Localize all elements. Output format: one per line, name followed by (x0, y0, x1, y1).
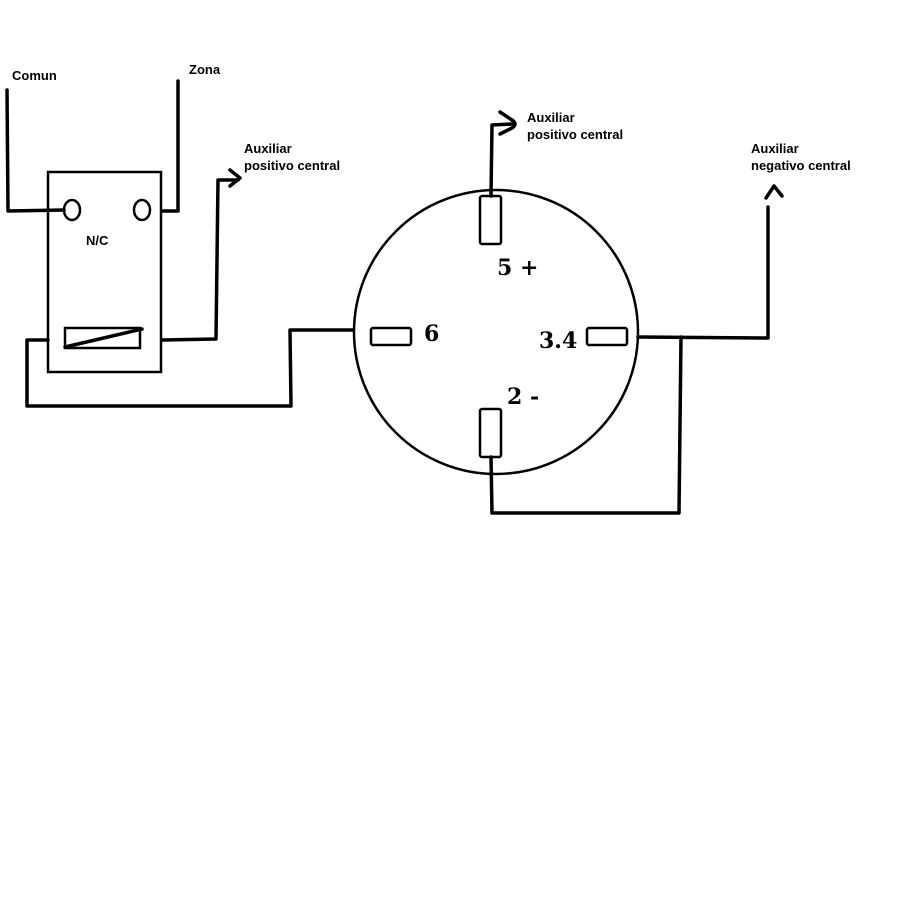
wire-comun (5, 88, 66, 213)
aux-top-line2: positivo central (527, 127, 623, 142)
detector-base: 5 + 6 3.4 2 - (352, 188, 640, 476)
terminal-left-label: 6 (424, 321, 439, 347)
terminal-top-label: 5 + (497, 255, 538, 281)
wire-relay-aux-positive (160, 178, 240, 342)
terminal-bottom-slot (478, 407, 503, 459)
label-zona: Zona (189, 62, 221, 77)
aux-top-line1: Auxiliar (527, 110, 575, 125)
label-comun: Comun (12, 68, 57, 83)
wire-terminal-5-aux-positive (489, 122, 514, 198)
arrow-aux-positive-left-icon (228, 168, 242, 188)
contact-terminal-comun (62, 198, 82, 222)
terminal-left-slot (369, 326, 413, 347)
arrow-aux-positive-top-icon (498, 110, 517, 136)
aux-left-line2: positivo central (244, 158, 340, 173)
relay-module: N/C (46, 170, 163, 374)
terminal-top-slot (478, 194, 503, 246)
relay-coil-diagonal (63, 327, 144, 349)
wire-zona (160, 79, 180, 213)
terminal-bottom-label: 2 - (507, 384, 539, 410)
wire-terminal-34-aux-negative (636, 205, 770, 340)
terminal-right-label: 3.4 (539, 328, 577, 354)
aux-left-line1: Auxiliar (244, 141, 292, 156)
label-nc: N/C (86, 233, 109, 248)
wire-terminal-2-bridge (489, 335, 683, 515)
arrow-aux-negative-icon (764, 184, 784, 200)
aux-right-line2: negativo central (751, 158, 851, 173)
wire-relay-to-terminal-6 (25, 328, 356, 408)
contact-terminal-zona (132, 198, 152, 222)
aux-right-line1: Auxiliar (751, 141, 799, 156)
terminal-right-slot (585, 326, 629, 347)
base-circle (352, 188, 640, 476)
